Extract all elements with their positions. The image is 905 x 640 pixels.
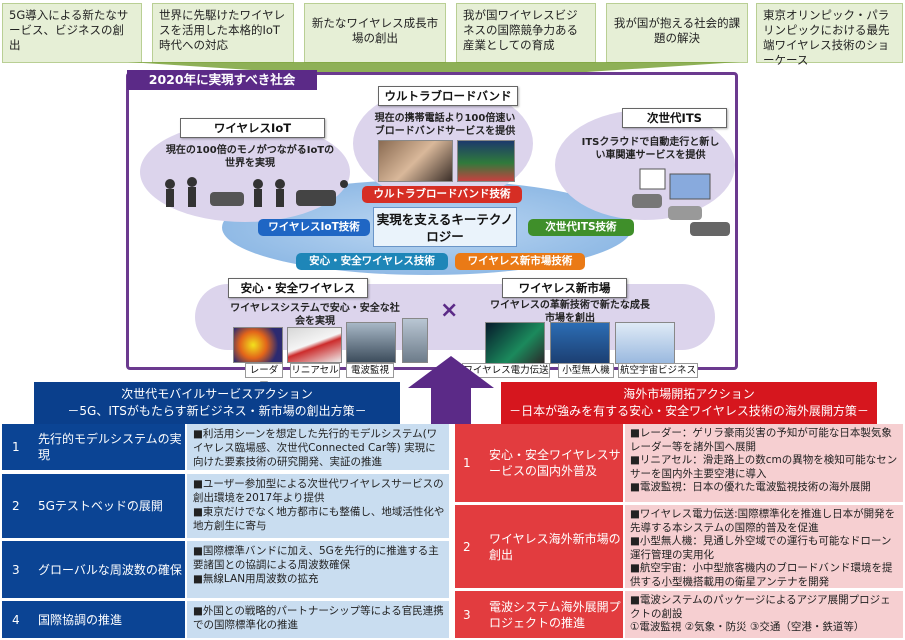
right-action-subtitle: －日本が強みを有する安心・安全ワイヤレス技術の海外展開方策－ (509, 404, 869, 418)
linear-cell-photo (287, 327, 342, 363)
left-action-subtitle: －5G、ITSがもたらす新ビジネス・新市場の創出方策－ (67, 404, 367, 418)
left-row-3-desc: ■国際標準バンドに加え、5Gを先行的に推進する主要諸国との協調による周波数確保 ■… (187, 541, 449, 598)
right-row-3: 3 電波システム海外展開プロジェクトの推進 (455, 591, 623, 638)
goal-text: 新たなワイヤレス成長市場の創出 (311, 16, 439, 45)
row-label: 安心・安全ワイヤレスサービスの国内外普及 (489, 448, 621, 478)
aircraft-photo (615, 322, 675, 364)
times-sign: × (440, 298, 459, 323)
right-row-2-desc: ■ワイヤレス電力伝送:国際標準化を推進し日本が開発を先導する本システムの国際的普… (625, 505, 903, 588)
left-action-title: 次世代モバイルサービスアクション (121, 387, 313, 401)
up-arrow-icon (408, 356, 494, 424)
row-number: 3 (463, 607, 471, 622)
drone-photo (550, 322, 610, 364)
market-desc: ワイヤレスの革新技術で新たな成長市場を創出 (490, 300, 650, 324)
wpt-photo (485, 322, 545, 364)
row-item: ■電波システムのパッケージによるアジア展開プロジェクトの創設 (630, 594, 891, 620)
left-row-3: 3 グローバルな周波数の確保 (2, 541, 185, 598)
radio-monitor-photo (346, 322, 396, 363)
goal-text: 我が国ワイヤレスビジネスの国際競争力ある産業としての育成 (463, 8, 578, 52)
society-title: 2020年に実現すべき社会 (127, 70, 317, 90)
goal-box-6: 東京オリンピック・パラリンピックにおける最先端ワイヤレス技術のショーケース (756, 3, 903, 67)
radar-photo (233, 327, 283, 363)
iot-label: ワイヤレスIoT (180, 118, 325, 138)
left-row-4-desc: ■外国との戦略的パートナーシップ等による官民連携での国際標準化の推進 (187, 601, 449, 638)
safety-desc: ワイヤレスシステムで安心・安全な社会を実現 (230, 303, 400, 327)
pill-market-tech: ワイヤレス新市場技術 (455, 253, 585, 270)
goal-box-2: 世界に先駆けたワイヤレスを活用した本格的IoT時代への対応 (152, 3, 294, 63)
row-item: ■無線LAN用周波数の拡充 (193, 573, 319, 585)
row-item: ■利活用シーンを想定した先行的モデルシステム(ワイヤレス臨場感、次世代Conne… (193, 428, 438, 468)
row-number: 1 (12, 440, 20, 454)
row-label: 先行的モデルシステムの実現 (38, 432, 182, 462)
caption-linear-cell: リニアセル (290, 363, 340, 378)
caption-drone: 小型無人機 (558, 363, 614, 378)
safety-label: 安心・安全ワイヤレス (228, 278, 368, 298)
row-item: ■外国との戦略的パートナーシップ等による官民連携での国際標準化の推進 (193, 605, 444, 631)
pill-its-tech: 次世代ITS技術 (528, 219, 634, 236)
row-number: 1 (463, 456, 471, 470)
goal-box-5: 我が国が抱える社会的課題の解決 (606, 3, 748, 63)
pill-ultra-tech: ウルトラブロードバンド技術 (362, 186, 522, 203)
right-action-header: 海外市場開拓アクション －日本が強みを有する安心・安全ワイヤレス技術の海外展開方… (501, 382, 877, 424)
row-label: 5Gテストベッドの展開 (38, 499, 163, 513)
goal-box-3: 新たなワイヤレス成長市場の創出 (304, 3, 446, 63)
right-row-1: 1 安心・安全ワイヤレスサービスの国内外普及 (455, 424, 623, 502)
goal-text: 我が国が抱える社会的課題の解決 (613, 16, 741, 45)
row-number: 4 (12, 612, 20, 627)
row-item: ①電波監視 ②気象・防災 ③交通（空港・鉄道等） (630, 621, 865, 633)
goal-box-4: 我が国ワイヤレスビジネスの国際競争力ある産業としての育成 (456, 3, 596, 63)
row-item: ■ユーザー参加型による次世代ワイヤレスサービスの創出環境を2017年より提供 (193, 478, 444, 504)
ultra-desc: 現在の携帯電話より100倍速いブロードバンドサービスを提供 (374, 113, 516, 137)
row-number: 3 (12, 562, 20, 577)
market-label: ワイヤレス新市場 (502, 278, 627, 298)
its-illustration (632, 168, 730, 236)
row-label: 電波システム海外展開プロジェクトの推進 (489, 599, 621, 630)
right-row-2: 2 ワイヤレス海外新市場の創出 (455, 505, 623, 588)
caption-aerospace: 航空宇宙ビジネス (618, 363, 698, 378)
row-item: ■リニアセル：滑走路上の数cmの異物を検知可能なセンサーを国内外主要空港に導入 (630, 454, 898, 480)
left-row-1-desc: ■利活用シーンを想定した先行的モデルシステム(ワイヤレス臨場感、次世代Conne… (187, 424, 449, 470)
goal-text: 5G導入による新たなサービス、ビジネスの創出 (9, 8, 129, 52)
caption-radar: レーダー (245, 363, 283, 389)
row-label: 国際協調の推進 (38, 612, 123, 627)
row-item: ■航空宇宙：小中型旅客機内のブロードバンド環境を提供する小型機搭載用の衛星アンテ… (630, 562, 893, 588)
its-desc: ITSクラウドで自動走行と新しい車関連サービスを提供 (581, 137, 720, 161)
left-row-2-desc: ■ユーザー参加型による次世代ワイヤレスサービスの創出環境を2017年より提供■東… (187, 474, 449, 538)
goal-text: 東京オリンピック・パラリンピックにおける最先端ワイヤレス技術のショーケース (763, 8, 890, 67)
iot-illustration (165, 177, 348, 207)
ultra-photo-stadium (457, 140, 515, 182)
caption-radio-monitor: 電波監視 (346, 363, 394, 378)
row-item: ■電波監視：日本の優れた電波監視技術の海外展開 (630, 481, 871, 493)
ultra-label: ウルトラブロードバンド (378, 86, 518, 106)
goal-text: 世界に先駆けたワイヤレスを活用した本格的IoT時代への対応 (159, 8, 286, 52)
key-tech-box: 実現を支えるキーテクノロジー (373, 207, 517, 247)
antenna-photo (402, 318, 428, 363)
left-row-2: 2 5Gテストベッドの展開 (2, 474, 185, 538)
right-action-title: 海外市場開拓アクション (623, 387, 755, 401)
iot-desc: 現在の100倍のモノがつながるIoTの世界を実現 (165, 145, 335, 169)
left-row-4: 4 国際協調の推進 (2, 601, 185, 638)
row-item: ■東京だけでなく地方都市にも整備し、地域活性化や地方創生に寄与 (193, 506, 445, 532)
row-number: 2 (463, 539, 471, 554)
goal-box-1: 5G導入による新たなサービス、ビジネスの創出 (2, 3, 142, 63)
caption-wpt: ワイヤレス電力伝送 (462, 363, 550, 378)
row-label: グローバルな周波数の確保 (38, 562, 182, 577)
pill-safety-tech: 安心・安全ワイヤレス技術 (296, 253, 448, 270)
row-item: ■国際標準バンドに加え、5Gを先行的に推進する主要諸国との協調による周波数確保 (193, 545, 439, 571)
row-item: ■小型無人機：見通し外空域での運行も可能なドローン運行管理の実用化 (630, 535, 892, 561)
row-number: 2 (12, 499, 20, 513)
its-label: 次世代ITS (622, 108, 727, 128)
left-action-header: 次世代モバイルサービスアクション －5G、ITSがもたらす新ビジネス・新市場の創… (34, 382, 400, 424)
ultra-photo-left (378, 140, 453, 182)
pill-iot-tech: ワイヤレスIoT技術 (258, 219, 370, 236)
row-item: ■ワイヤレス電力伝送:国際標準化を推進し日本が開発を先導する本システムの国際的普… (630, 508, 896, 534)
key-tech-title: 実現を支えるキーテクノロジー (376, 212, 514, 244)
left-row-1: 1 先行的モデルシステムの実現 (2, 424, 185, 470)
row-label: ワイヤレス海外新市場の創出 (489, 531, 621, 562)
row-item: ■レーダー：ゲリラ豪雨災害の予知が可能な日本製気象レーダー等を諸外国へ展開 (630, 427, 892, 453)
right-row-1-desc: ■レーダー：ゲリラ豪雨災害の予知が可能な日本製気象レーダー等を諸外国へ展開■リニ… (625, 424, 903, 502)
